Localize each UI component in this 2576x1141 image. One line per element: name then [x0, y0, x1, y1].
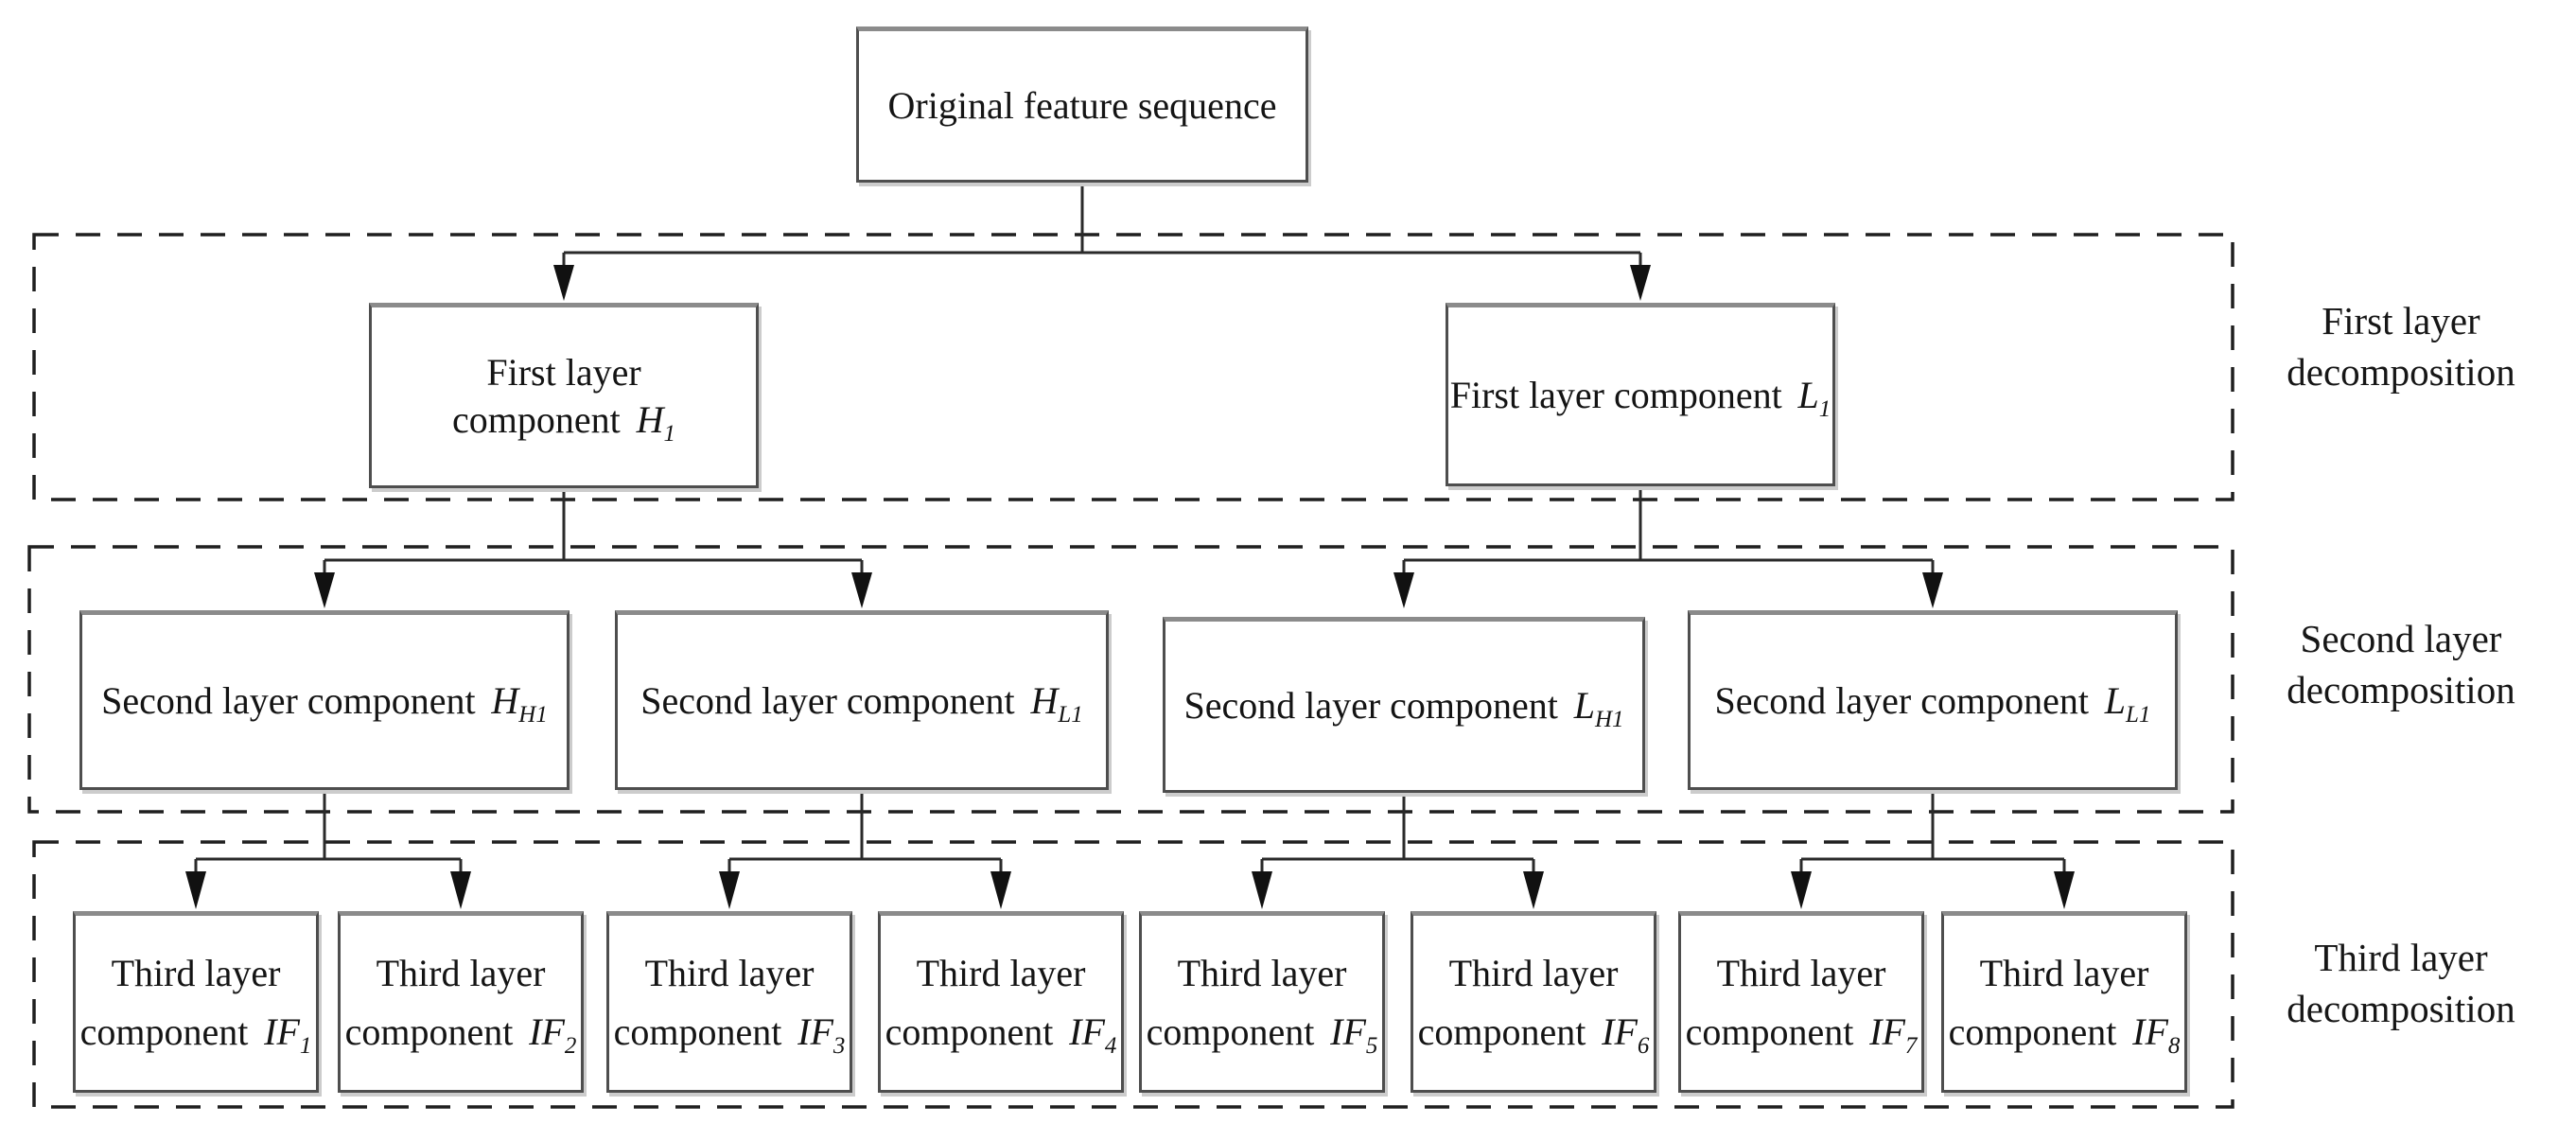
node-label-line1: Third layer — [1177, 952, 1347, 994]
band-label-second-layer: Second layer decomposition — [2287, 617, 2515, 712]
connector-layer1-to-layer2 — [323, 486, 1935, 574]
connector-layer2-to-layer3 — [194, 790, 2066, 873]
node-label-line1: Third layer — [916, 952, 1086, 994]
node-label-line1: Third layer — [644, 952, 815, 994]
arrowheads-layer3 — [185, 871, 2075, 909]
node-label-line1: Third layer — [1979, 952, 2149, 994]
layer1-dashed-band — [32, 233, 2234, 501]
node-label-line1: Third layer — [376, 952, 546, 994]
layer2-dashed-band — [27, 545, 2234, 814]
band-label-third-layer: Third layer decomposition — [2287, 936, 2515, 1031]
node-original-feature-sequence: Original feature sequence — [856, 26, 1308, 183]
node-label-line1: Third layer — [111, 952, 281, 994]
node-label-line1: Third layer — [1448, 952, 1619, 994]
arrowheads-layer2 — [314, 572, 1943, 608]
connector-root-to-layer1 — [562, 183, 1642, 267]
layer3-dashed-band — [32, 840, 2234, 1109]
node-label-line1: Third layer — [1716, 952, 1886, 994]
node-label: Original feature sequence — [887, 83, 1277, 127]
arrowheads-layer1 — [553, 265, 1651, 301]
band-label-first-layer: First layer decomposition — [2287, 299, 2515, 395]
